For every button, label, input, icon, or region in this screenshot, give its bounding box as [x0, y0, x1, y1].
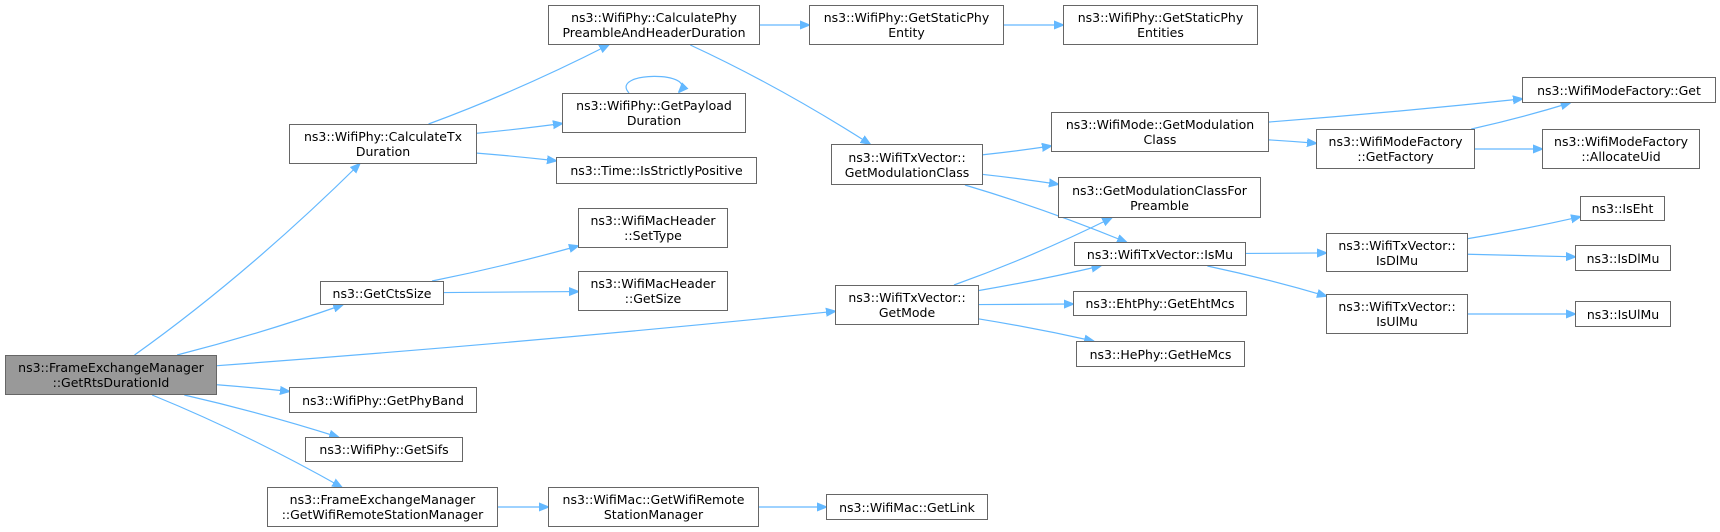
edge-txv-get-mode-to-get-mod-class-for-preamble: [953, 218, 1111, 286]
node-root[interactable]: ns3::FrameExchangeManager ::GetRtsDurati…: [5, 355, 217, 395]
node-mode-factory-get-factory[interactable]: ns3::WifiModeFactory ::GetFactory: [1316, 129, 1475, 169]
edge-txv-is-dl-mu-to-is-dl-mu: [1467, 254, 1575, 257]
edge-get-payload-duration-to-get-payload-duration: [625, 75, 682, 93]
node-txv-is-mu[interactable]: ns3::WifiTxVector::IsMu: [1074, 242, 1246, 266]
edge-txv-get-mode-to-eht-get-eht-mcs: [978, 304, 1073, 305]
edge-calc-tx-duration-to-get-payload-duration: [476, 124, 562, 134]
edge-mode-factory-get-factory-to-mode-factory-get: [1471, 103, 1569, 130]
edge-txv-get-mode-to-txv-is-mu: [978, 266, 1100, 292]
edge-root-to-fem-get-wifi-remote-station-manager: [151, 394, 341, 487]
edge-mode-get-modulation-class-to-mode-factory-get: [1268, 99, 1522, 123]
edge-get-cts-size-to-mac-header-set-type: [431, 246, 578, 282]
node-label: ns3::WifiTxVector::IsMu: [1086, 246, 1234, 262]
node-label: ns3::WifiTxVector:: GetMode: [848, 290, 966, 320]
edge-txv-is-mu-to-txv-is-dl-mu: [1245, 253, 1326, 254]
node-is-ul-mu[interactable]: ns3::IsUlMu: [1575, 301, 1671, 327]
edge-calc-tx-duration-to-is-strictly-positive: [476, 152, 556, 161]
node-label: ns3::WifiTxVector:: GetModulationClass: [844, 149, 970, 180]
node-label: ns3::HePhy::GetHeMcs: [1089, 346, 1232, 362]
node-label: ns3::Time::IsStrictlyPositive: [570, 163, 743, 178]
node-label: ns3::WifiMac::GetWifiRemote StationManag…: [562, 492, 745, 522]
edge-root-to-txv-get-mode: [216, 311, 835, 367]
node-he-get-he-mcs[interactable]: ns3::HePhy::GetHeMcs: [1076, 341, 1245, 367]
node-label: ns3::IsDlMu: [1586, 250, 1660, 266]
node-mode-get-modulation-class[interactable]: ns3::WifiMode::GetModulation Class: [1051, 112, 1269, 152]
node-get-sifs[interactable]: ns3::WifiPhy::GetSifs: [305, 437, 463, 462]
node-mac-header-set-type[interactable]: ns3::WifiMacHeader ::SetType: [578, 208, 728, 248]
edge-calc-tx-duration-to-calc-preamble: [428, 45, 609, 125]
node-get-cts-size[interactable]: ns3::GetCtsSize: [320, 281, 444, 305]
node-get-static-phy-entity[interactable]: ns3::WifiPhy::GetStaticPhy Entity: [809, 5, 1004, 45]
node-label: ns3::WifiModeFactory ::GetFactory: [1328, 134, 1463, 164]
node-label: ns3::WifiPhy::GetPayload Duration: [576, 98, 732, 128]
edge-root-to-calc-tx-duration: [134, 164, 360, 356]
node-label: ns3::FrameExchangeManager ::GetWifiRemot…: [281, 492, 484, 522]
node-get-mod-class-for-preamble[interactable]: ns3::GetModulationClassFor Preamble: [1058, 177, 1261, 218]
node-mac-header-get-size[interactable]: ns3::WifiMacHeader ::GetSize: [578, 271, 728, 311]
node-is-dl-mu[interactable]: ns3::IsDlMu: [1575, 245, 1671, 271]
edge-txv-get-modulation-class-to-txv-is-mu: [964, 184, 1126, 242]
node-txv-is-dl-mu[interactable]: ns3::WifiTxVector:: IsDlMu: [1326, 233, 1468, 272]
node-label: ns3::WifiPhy::GetPhyBand: [302, 392, 464, 408]
node-txv-is-ul-mu[interactable]: ns3::WifiTxVector:: IsUlMu: [1326, 294, 1468, 334]
node-label: ns3::WifiMacHeader ::GetSize: [590, 276, 716, 306]
edge-root-to-get-cts-size: [176, 305, 342, 356]
node-label: ns3::GetModulationClassFor Preamble: [1072, 182, 1247, 213]
node-label: ns3::IsEht: [1591, 201, 1654, 216]
node-mac-get-link[interactable]: ns3::WifiMac::GetLink: [826, 494, 988, 520]
node-label: ns3::WifiMacHeader ::SetType: [590, 213, 716, 243]
node-get-payload-duration[interactable]: ns3::WifiPhy::GetPayload Duration: [562, 93, 746, 133]
node-calc-preamble[interactable]: ns3::WifiPhy::CalculatePhy PreambleAndHe…: [548, 5, 760, 45]
node-txv-get-modulation-class[interactable]: ns3::WifiTxVector:: GetModulationClass: [831, 144, 983, 185]
node-get-static-phy-entities[interactable]: ns3::WifiPhy::GetStaticPhy Entities: [1063, 5, 1258, 45]
node-calc-tx-duration[interactable]: ns3::WifiPhy::CalculateTx Duration: [289, 124, 477, 164]
node-label: ns3::WifiMac::GetLink: [839, 499, 975, 515]
node-label: ns3::FrameExchangeManager ::GetRtsDurati…: [18, 360, 204, 390]
node-txv-get-mode[interactable]: ns3::WifiTxVector:: GetMode: [835, 285, 979, 325]
node-label: ns3::GetCtsSize: [332, 285, 432, 301]
node-label: ns3::WifiPhy::GetStaticPhy Entities: [1077, 10, 1244, 40]
node-label: ns3::WifiPhy::CalculateTx Duration: [303, 129, 463, 159]
node-label: ns3::WifiMode::GetModulation Class: [1065, 117, 1255, 147]
node-get-phy-band[interactable]: ns3::WifiPhy::GetPhyBand: [289, 387, 477, 413]
edge-mode-get-modulation-class-to-mode-factory-get-factory: [1268, 140, 1316, 143]
node-mode-factory-allocate-uid[interactable]: ns3::WifiModeFactory ::AllocateUid: [1542, 129, 1700, 169]
node-label: ns3::WifiPhy::GetSifs: [319, 442, 449, 457]
node-label: ns3::EhtPhy::GetEhtMcs: [1085, 296, 1235, 311]
node-mode-factory-get[interactable]: ns3::WifiModeFactory::Get: [1522, 77, 1716, 103]
edge-root-to-get-sifs: [184, 394, 338, 437]
node-fem-get-wifi-remote-station-manager[interactable]: ns3::FrameExchangeManager ::GetWifiRemot…: [267, 487, 498, 527]
node-mac-get-wifi-remote-station-manager[interactable]: ns3::WifiMac::GetWifiRemote StationManag…: [548, 487, 759, 527]
node-label: ns3::IsUlMu: [1586, 306, 1660, 322]
edge-get-cts-size-to-mac-header-get-size: [443, 292, 578, 293]
node-label: ns3::WifiTxVector:: IsDlMu: [1338, 237, 1456, 268]
edge-txv-is-mu-to-txv-is-ul-mu: [1207, 265, 1326, 296]
edge-calc-preamble-to-txv-get-modulation-class: [690, 44, 870, 144]
edge-txv-get-modulation-class-to-mode-get-modulation-class: [982, 146, 1051, 156]
node-label: ns3::WifiModeFactory::Get: [1537, 82, 1701, 98]
node-label: ns3::WifiPhy::CalculatePhy PreambleAndHe…: [562, 10, 746, 40]
node-is-eht[interactable]: ns3::IsEht: [1580, 196, 1665, 221]
node-label: ns3::WifiPhy::GetStaticPhy Entity: [823, 10, 990, 40]
edge-root-to-get-phy-band: [216, 384, 289, 392]
node-label: ns3::WifiTxVector:: IsUlMu: [1338, 299, 1456, 329]
node-eht-get-eht-mcs[interactable]: ns3::EhtPhy::GetEhtMcs: [1073, 291, 1247, 316]
node-is-strictly-positive[interactable]: ns3::Time::IsStrictlyPositive: [556, 157, 757, 184]
edge-txv-get-mode-to-he-get-he-mcs: [978, 318, 1093, 341]
node-label: ns3::WifiModeFactory ::AllocateUid: [1554, 134, 1688, 164]
edge-txv-get-modulation-class-to-get-mod-class-for-preamble: [982, 173, 1058, 184]
edge-txv-is-dl-mu-to-is-eht: [1467, 217, 1580, 240]
